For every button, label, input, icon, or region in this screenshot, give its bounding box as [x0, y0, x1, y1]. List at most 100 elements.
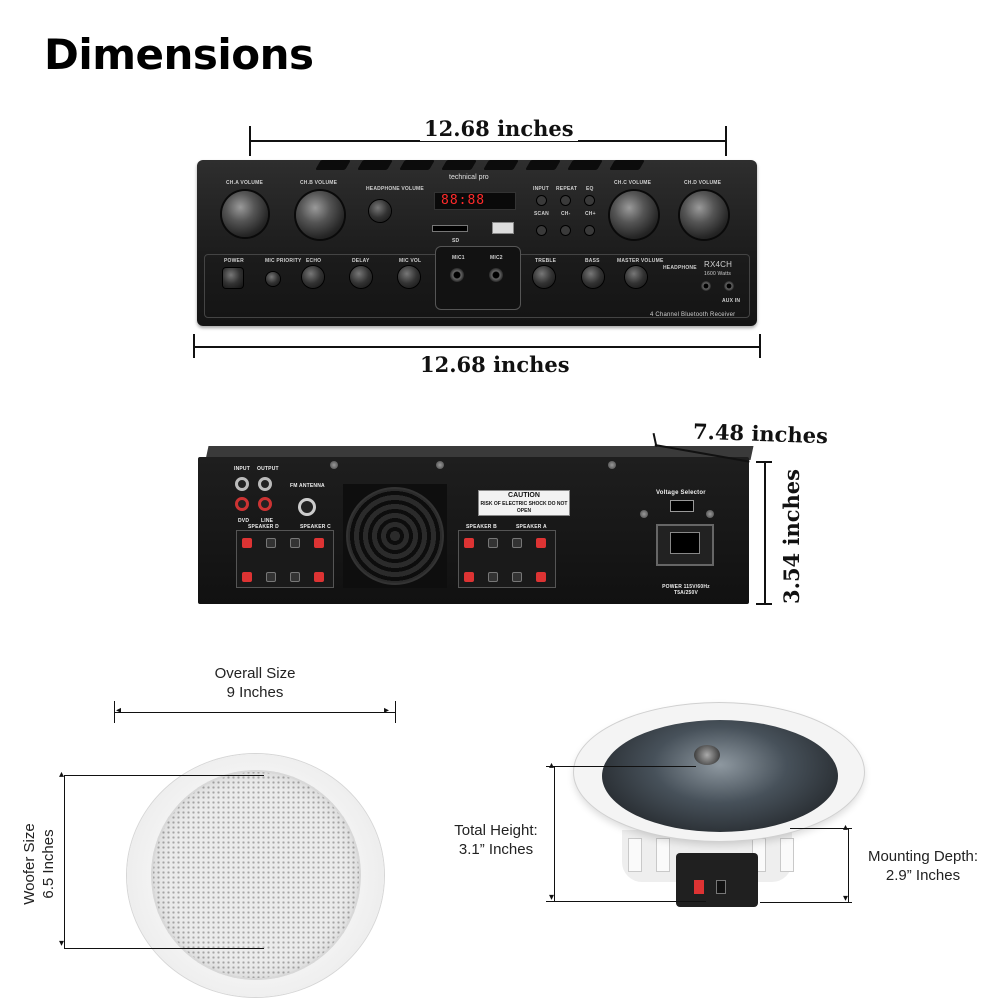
depth-label: 7.48 inches — [692, 418, 829, 449]
rear-dvd-label: DVD — [238, 518, 250, 524]
front-bottom-dim-line — [193, 346, 761, 348]
woofer-size-title: Woofer Size — [21, 823, 38, 905]
fan-grille-icon — [346, 487, 444, 585]
echo-knob[interactable] — [302, 266, 324, 288]
input-button-label: INPUT — [533, 186, 549, 192]
ch-c-volume-label: CH.C VOLUME — [614, 180, 652, 186]
screw-icon — [436, 461, 444, 469]
overall-size-dim-tick-left — [114, 701, 115, 723]
ch-plus-button[interactable] — [585, 226, 594, 235]
rca-output-red[interactable] — [258, 497, 272, 511]
terminal-black[interactable] — [488, 538, 498, 548]
scan-button[interactable] — [537, 226, 546, 235]
ch-b-volume-label: CH.B VOLUME — [300, 180, 338, 186]
front-width-label: 12.68 inches — [420, 116, 578, 141]
terminal-red[interactable] — [464, 538, 474, 548]
woofer-dim-top-leader — [64, 775, 264, 776]
terminal-red[interactable] — [464, 572, 474, 582]
woofer-arrow-up-icon: ▴ — [59, 769, 65, 780]
bass-knob[interactable] — [582, 266, 604, 288]
sd-label: SD — [452, 238, 460, 244]
mounting-depth-label: Mounting Depth: 2.9” Inches — [853, 847, 993, 885]
mic-priority-button[interactable] — [266, 272, 280, 286]
terminal-black[interactable] — [266, 572, 276, 582]
overall-size-dim-line — [114, 712, 396, 713]
headphone-volume-label: HEADPHONE VOLUME — [366, 186, 424, 192]
terminal-black[interactable] — [488, 572, 498, 582]
mounting-clip — [656, 838, 670, 872]
voltage-selector-switch[interactable] — [670, 500, 694, 512]
master-volume-knob[interactable] — [625, 266, 647, 288]
overall-size-title: Overall Size — [214, 665, 296, 682]
overall-size-arrow-left-icon: ◂ — [116, 705, 122, 716]
overall-size-dim-tick-right — [395, 701, 396, 723]
delay-knob[interactable] — [350, 266, 372, 288]
total-height-value: 3.1” Inches — [458, 841, 534, 858]
sd-slot[interactable] — [432, 225, 468, 232]
ch-d-volume-label: CH.D VOLUME — [684, 180, 722, 186]
total-height-dim-line — [554, 766, 555, 902]
terminal-black[interactable] — [512, 572, 522, 582]
terminal-black[interactable] — [290, 572, 300, 582]
power-button[interactable] — [223, 268, 243, 288]
mic-jack-panel — [435, 246, 521, 310]
terminal-red[interactable] — [242, 538, 252, 548]
mic-priority-label: MIC PRIORITY — [265, 258, 302, 264]
rca-input-white[interactable] — [235, 477, 249, 491]
mic-vol-knob[interactable] — [398, 266, 420, 288]
front-top-dim-line — [249, 140, 727, 142]
terminal-black[interactable] — [290, 538, 300, 548]
mounting-depth-top-leader — [790, 828, 852, 829]
terminal-black[interactable] — [512, 538, 522, 548]
ch-a-volume-knob[interactable] — [222, 191, 268, 237]
terminal-red — [694, 880, 704, 894]
aux-in-label: AUX IN — [722, 298, 741, 304]
ch-b-volume-knob[interactable] — [296, 191, 344, 239]
terminal-red[interactable] — [314, 572, 324, 582]
caution-title: CAUTION — [508, 492, 540, 499]
speaker-grille — [151, 770, 361, 980]
headphone-jack[interactable] — [701, 281, 711, 291]
mic1-jack[interactable] — [450, 268, 464, 282]
ch-d-volume-knob[interactable] — [680, 191, 728, 239]
rca-input-red[interactable] — [235, 497, 249, 511]
terminal-red[interactable] — [242, 572, 252, 582]
headphone-volume-knob[interactable] — [369, 200, 391, 222]
repeat-button-label: REPEAT — [556, 186, 578, 192]
total-height-title: Total Height: — [454, 822, 538, 839]
speaker-b-label: SPEAKER B — [466, 524, 497, 530]
ch-minus-button[interactable] — [561, 226, 570, 235]
power-inlet-icon[interactable] — [670, 532, 700, 554]
overall-size-arrow-right-icon: ▸ — [384, 705, 390, 716]
terminal-red[interactable] — [314, 538, 324, 548]
depth-dim-tick-left — [652, 432, 658, 448]
repeat-button[interactable] — [561, 196, 570, 205]
mounting-clip — [780, 838, 794, 872]
ch-c-volume-knob[interactable] — [610, 191, 658, 239]
screw-icon — [330, 461, 338, 469]
rca-output-white[interactable] — [258, 477, 272, 491]
fm-antenna-jack[interactable] — [298, 498, 316, 516]
power-label: POWER — [224, 258, 244, 264]
total-height-label: Total Height: 3.1” Inches — [436, 821, 556, 859]
input-button[interactable] — [537, 196, 546, 205]
speaker-c-label: SPEAKER C — [300, 524, 331, 530]
terminal-red[interactable] — [536, 538, 546, 548]
terminal-black[interactable] — [266, 538, 276, 548]
screw-icon — [706, 510, 714, 518]
usb-port[interactable] — [492, 222, 514, 234]
aux-in-jack[interactable] — [724, 281, 734, 291]
treble-knob[interactable] — [533, 266, 555, 288]
page-title: Dimensions — [44, 30, 314, 79]
height-label: 3.54 inches — [778, 469, 804, 604]
screw-icon — [640, 510, 648, 518]
mounting-depth-bottom-leader — [760, 902, 852, 903]
eq-button-label: EQ — [586, 186, 594, 192]
total-height-bottom-leader — [546, 901, 706, 902]
terminal-red[interactable] — [536, 572, 546, 582]
mic-vol-label: MIC VOL — [399, 258, 422, 264]
eq-button[interactable] — [585, 196, 594, 205]
total-height-arrow-up-icon: ▴ — [549, 760, 555, 771]
ch-minus-button-label: CH- — [561, 211, 571, 217]
mic2-jack[interactable] — [489, 268, 503, 282]
